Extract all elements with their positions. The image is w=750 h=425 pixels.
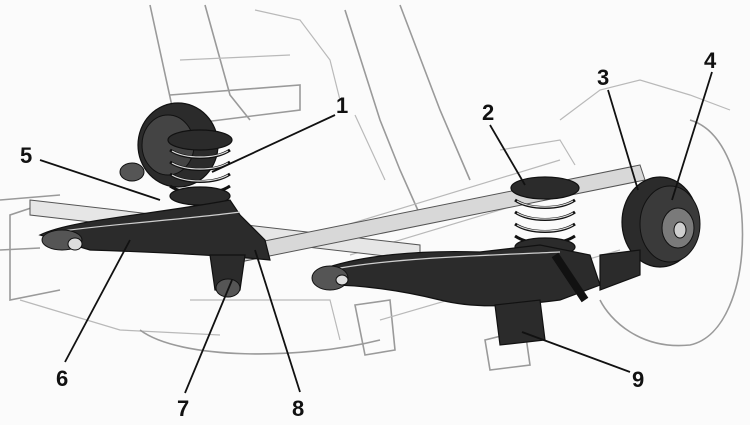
- leader-7: [184, 279, 233, 394]
- left-trailing-arm: [38, 199, 271, 298]
- left-coil-spring: [167, 129, 233, 206]
- callout-3: 3: [597, 65, 609, 90]
- callout-5: 5: [20, 143, 32, 168]
- leader-4: [671, 71, 713, 201]
- callout-numbers: 1 2 3 4 5 6 7 8 9: [20, 48, 717, 421]
- leader-3: [607, 89, 639, 191]
- right-coil-spring: [510, 176, 580, 257]
- leader-5: [39, 159, 161, 201]
- callout-4: 4: [704, 48, 717, 73]
- callout-9: 9: [632, 367, 644, 392]
- leader-9: [521, 331, 631, 373]
- leader-2: [489, 124, 526, 186]
- vehicle-body-outline: [0, 4, 744, 371]
- right-trailing-arm: [311, 244, 601, 346]
- leader-1: [211, 114, 336, 173]
- leader-lines: [39, 71, 713, 394]
- callout-6: 6: [56, 366, 68, 391]
- callout-7: 7: [177, 396, 189, 421]
- leader-8: [254, 249, 301, 393]
- callout-1: 1: [336, 93, 348, 118]
- callout-2: 2: [482, 100, 494, 125]
- leader-6: [64, 239, 131, 363]
- right-brake-drum: [599, 176, 701, 291]
- callout-8: 8: [292, 396, 304, 421]
